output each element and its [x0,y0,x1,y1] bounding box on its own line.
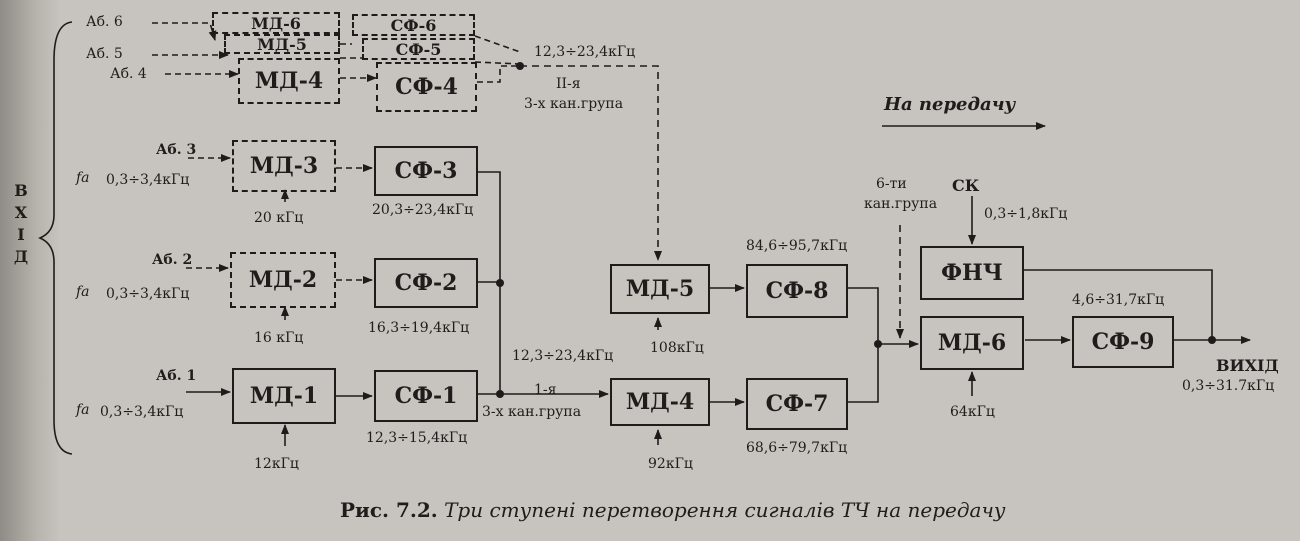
input-band-2: 0,3÷3,4кГц [106,286,190,302]
freq-20: 20 кГц [254,210,304,226]
input-brace [37,21,73,455]
freq-64: 64кГц [950,404,995,420]
input-side-label: В Х І Д [13,181,29,266]
block-sf3: СФ-3 [374,146,478,196]
sf7-band: 68,6÷79,7кГц [746,440,848,456]
f-symbol-1: fа [76,402,90,418]
block-sf2: СФ-2 [374,258,478,308]
junction-group2 [516,62,524,70]
sf9-band: 4,6÷31,7кГц [1072,292,1165,308]
page-edge-shadow [0,0,60,541]
freq-12: 12кГц [254,456,299,472]
junction-sf2 [496,279,504,287]
input-ab6: Аб. 6 [86,14,123,30]
input-ab4: Аб. 4 [110,66,147,82]
junction-sum [874,340,882,348]
f-symbol-3: fа [76,170,90,186]
block-sf7: СФ-7 [746,378,848,430]
input-ab2: Аб. 2 [152,252,193,268]
fnch-out [1024,269,1213,340]
ab6-line [152,22,217,41]
block-md5-top: МД-5 [224,34,340,54]
output-label: ВИХІД [1216,356,1279,375]
freq-108: 108кГц [650,340,704,356]
block-md6: МД-6 [920,316,1024,370]
block-sf4-top: СФ-4 [376,62,477,112]
sf8-out [848,287,879,344]
sf1-band: 12,3÷15,4кГц [366,430,468,446]
group1-name2: 3-х кан.група [482,404,582,420]
output-band: 0,3÷31.7кГц [1182,378,1275,394]
block-sf5-top: СФ-5 [362,38,475,60]
group2-name2: 3-х кан.група [524,96,624,112]
freq-16: 16 кГц [254,330,304,346]
input-ab5: Аб. 5 [86,46,123,62]
top-sf-out-lines [474,35,521,83]
input-ab1: Аб. 1 [156,368,197,384]
group2-band: 12,3÷23,4кГц [534,44,636,60]
six-group-name2: кан.група [864,196,938,212]
direction-label: На передачу [884,94,1016,115]
sf8-band: 84,6÷95,7кГц [746,238,848,254]
top-md-sf-lines [340,43,376,78]
sf7-out [848,344,879,403]
six-group-name1: 6-ти [876,176,907,192]
group2-to-md5 [520,65,662,261]
group2-name1: ІІ-я [556,76,581,92]
figure-caption-text: Три ступені перетворення сигналів ТЧ на … [444,498,1006,522]
block-md2: МД-2 [230,252,336,308]
block-sf9: СФ-9 [1072,316,1174,368]
input-band-1: 0,3÷3,4кГц [100,404,184,420]
block-md4: МД-4 [610,378,710,426]
group1-band: 12,3÷23,4кГц [512,348,614,364]
junction-group1 [496,390,504,398]
group1-name1: 1-я [534,382,557,398]
junction-output [1208,336,1216,344]
block-md5: МД-5 [610,264,710,314]
block-md6-top: МД-6 [212,12,340,34]
block-md4-top: МД-4 [238,58,340,104]
figure-number: Рис. 7.2. [340,498,438,522]
block-sf1: СФ-1 [374,370,478,422]
freq-92: 92кГц [648,456,693,472]
sk-band: 0,3÷1,8кГц [984,206,1068,222]
block-sf6-top: СФ-6 [352,14,475,36]
block-fnch: ФНЧ [920,246,1024,300]
sf2-band: 16,3÷19,4кГц [368,320,470,336]
sk-label: СК [952,176,980,195]
sf3-band: 20,3÷23,4кГц [372,202,474,218]
f-symbol-2: fа [76,284,90,300]
input-ab3: Аб. 3 [156,142,197,158]
block-md1: МД-1 [232,368,336,424]
block-sf8: СФ-8 [746,264,848,318]
figure-caption: Рис. 7.2. Три ступені перетворення сигна… [340,498,1006,522]
block-md3: МД-3 [232,140,336,192]
input-band-3: 0,3÷3,4кГц [106,172,190,188]
